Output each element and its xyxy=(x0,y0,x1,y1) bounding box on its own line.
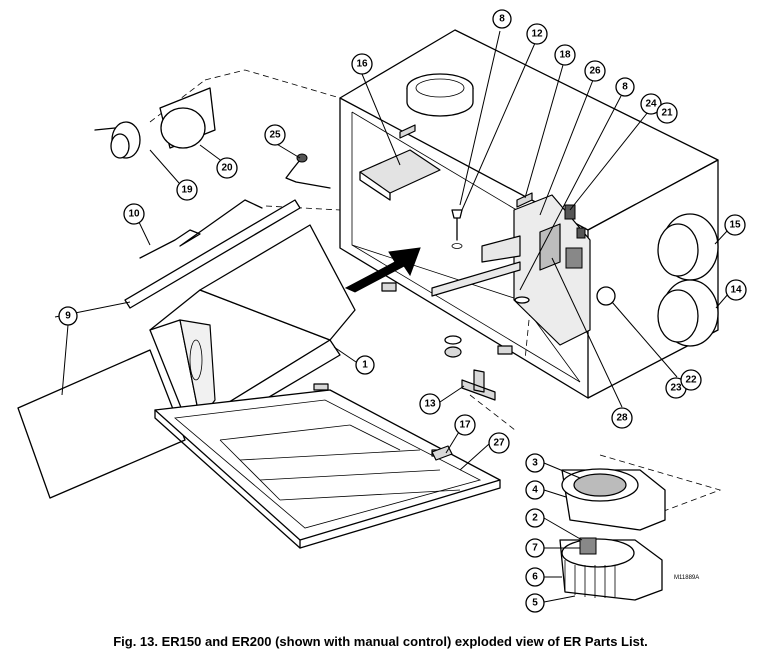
drawing-code: M11889A xyxy=(674,575,700,581)
callout-7: 7 xyxy=(525,538,545,558)
callout-12: 12 xyxy=(526,23,548,45)
callout-24: 24 xyxy=(640,93,662,115)
callout-1: 1 xyxy=(355,355,375,375)
callout-3-label: 3 xyxy=(532,458,538,469)
callout-21: 21 xyxy=(656,102,678,124)
tee-fitting xyxy=(461,369,496,401)
callout-6-label: 6 xyxy=(532,572,538,583)
callout-5: 5 xyxy=(525,593,545,613)
callout-9: 9 xyxy=(58,306,78,326)
filter-panel xyxy=(17,349,186,499)
fitting-17 xyxy=(431,445,453,461)
callout-28: 28 xyxy=(611,407,633,429)
callout-18: 18 xyxy=(554,44,576,66)
callout-15-label: 15 xyxy=(729,220,741,231)
callout-19: 19 xyxy=(176,179,198,201)
callout-8b: 8 xyxy=(615,77,635,97)
callout-20: 20 xyxy=(216,157,238,179)
callout-21-label: 21 xyxy=(661,108,673,119)
callout-13-label: 13 xyxy=(424,399,436,410)
callout-7-label: 7 xyxy=(532,543,538,554)
callout-6: 6 xyxy=(525,567,545,587)
callout-24-label: 24 xyxy=(645,99,657,110)
callout-2: 2 xyxy=(525,508,545,528)
callout-22: 22 xyxy=(680,369,702,391)
callout-17: 17 xyxy=(454,414,476,436)
callout-8a: 8 xyxy=(492,9,512,29)
damper-motor xyxy=(94,87,216,159)
callout-3: 3 xyxy=(525,453,545,473)
callout-25-label: 25 xyxy=(269,130,281,141)
callout-18-label: 18 xyxy=(559,50,571,61)
callout-16-label: 16 xyxy=(356,59,368,70)
blower-assembly xyxy=(559,468,666,601)
callout-14-label: 14 xyxy=(730,285,742,296)
callout-4: 4 xyxy=(525,480,545,500)
callout-13: 13 xyxy=(419,393,441,415)
callout-20-label: 20 xyxy=(221,163,233,174)
main-cabinet xyxy=(339,29,719,399)
exploded-view-drawing: 1 9 10 8 12 16 18 26 8 24 21 15 14 23 22… xyxy=(17,9,747,613)
callout-26: 26 xyxy=(584,60,606,82)
callout-2-label: 2 xyxy=(532,513,538,524)
callout-15: 15 xyxy=(724,214,746,236)
callouts: 1 9 10 8 12 16 18 26 8 24 21 15 14 23 22… xyxy=(54,9,747,613)
callout-17-label: 17 xyxy=(459,420,471,431)
callout-1-label: 1 xyxy=(362,360,368,371)
callout-26-label: 26 xyxy=(589,66,601,77)
callout-27: 27 xyxy=(488,432,510,454)
callout-8a-label: 8 xyxy=(499,14,505,25)
callout-10-label: 10 xyxy=(128,209,140,220)
insertion-arrow xyxy=(344,247,421,293)
callout-19-label: 19 xyxy=(181,185,193,196)
wire-clip xyxy=(139,199,263,259)
callout-27-label: 27 xyxy=(493,438,505,449)
callout-5-label: 5 xyxy=(532,598,538,609)
callout-28-label: 28 xyxy=(616,413,628,424)
sensor-wire xyxy=(285,159,331,189)
callout-16: 16 xyxy=(351,53,373,75)
callout-8b-label: 8 xyxy=(622,82,628,93)
base-frame xyxy=(154,383,501,549)
callout-4-label: 4 xyxy=(532,485,538,496)
callout-14: 14 xyxy=(725,279,747,301)
callout-23-label: 23 xyxy=(670,383,682,394)
callout-22-label: 22 xyxy=(685,375,697,386)
callout-9-label: 9 xyxy=(65,311,71,322)
callout-25: 25 xyxy=(264,124,286,146)
callout-12-label: 12 xyxy=(531,29,543,40)
callout-10: 10 xyxy=(123,203,145,225)
figure-caption: Fig. 13. ER150 and ER200 (shown with man… xyxy=(113,634,648,649)
